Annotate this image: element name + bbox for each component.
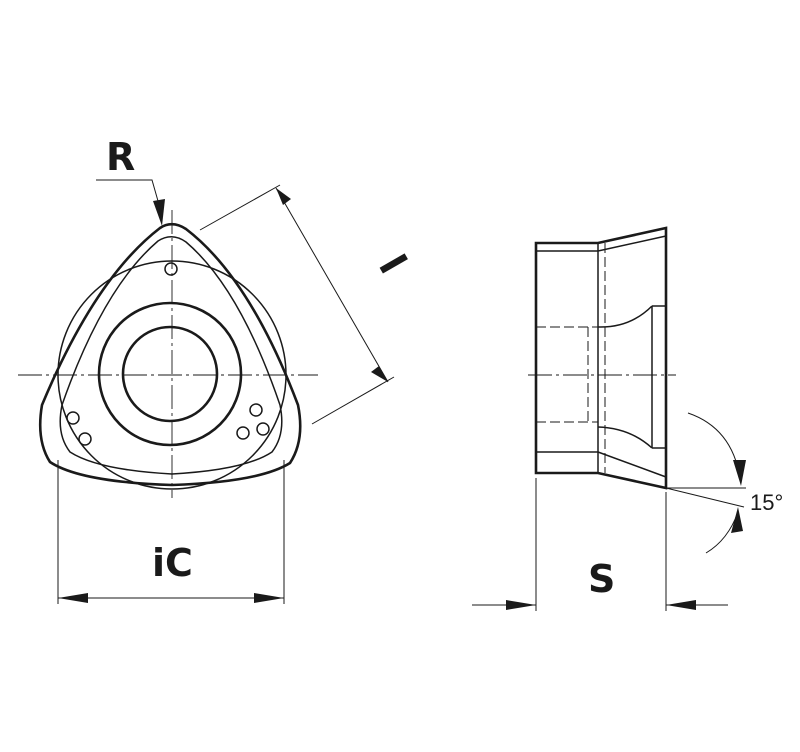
clearance-angle-dimension: 15° [665, 412, 783, 554]
hole-outer-ring [97, 301, 243, 447]
edge-length-label: l [370, 248, 415, 281]
insert-chamfer-line [59, 236, 283, 475]
marker-dot [236, 426, 250, 440]
inscribed-circle-dimension: iC [57, 460, 285, 604]
side-view [528, 226, 676, 490]
side-outline [534, 226, 668, 490]
edge-length-dimension: l [199, 184, 415, 425]
radius-label: R [106, 135, 135, 179]
marker-dot [164, 262, 178, 276]
marker-dot [66, 411, 80, 425]
inscribed-circle-label: iC [152, 541, 193, 585]
insert-outline [38, 222, 302, 487]
front-view [18, 210, 318, 498]
marker-dot [256, 422, 270, 436]
thickness-dimension: S [472, 478, 728, 611]
thickness-label: S [588, 557, 615, 601]
radius-callout: R [96, 135, 165, 226]
clearance-angle-label: 15° [750, 490, 783, 515]
marker-dot [249, 403, 263, 417]
marker-dot [78, 432, 92, 446]
hole-inner-bore [121, 325, 219, 423]
